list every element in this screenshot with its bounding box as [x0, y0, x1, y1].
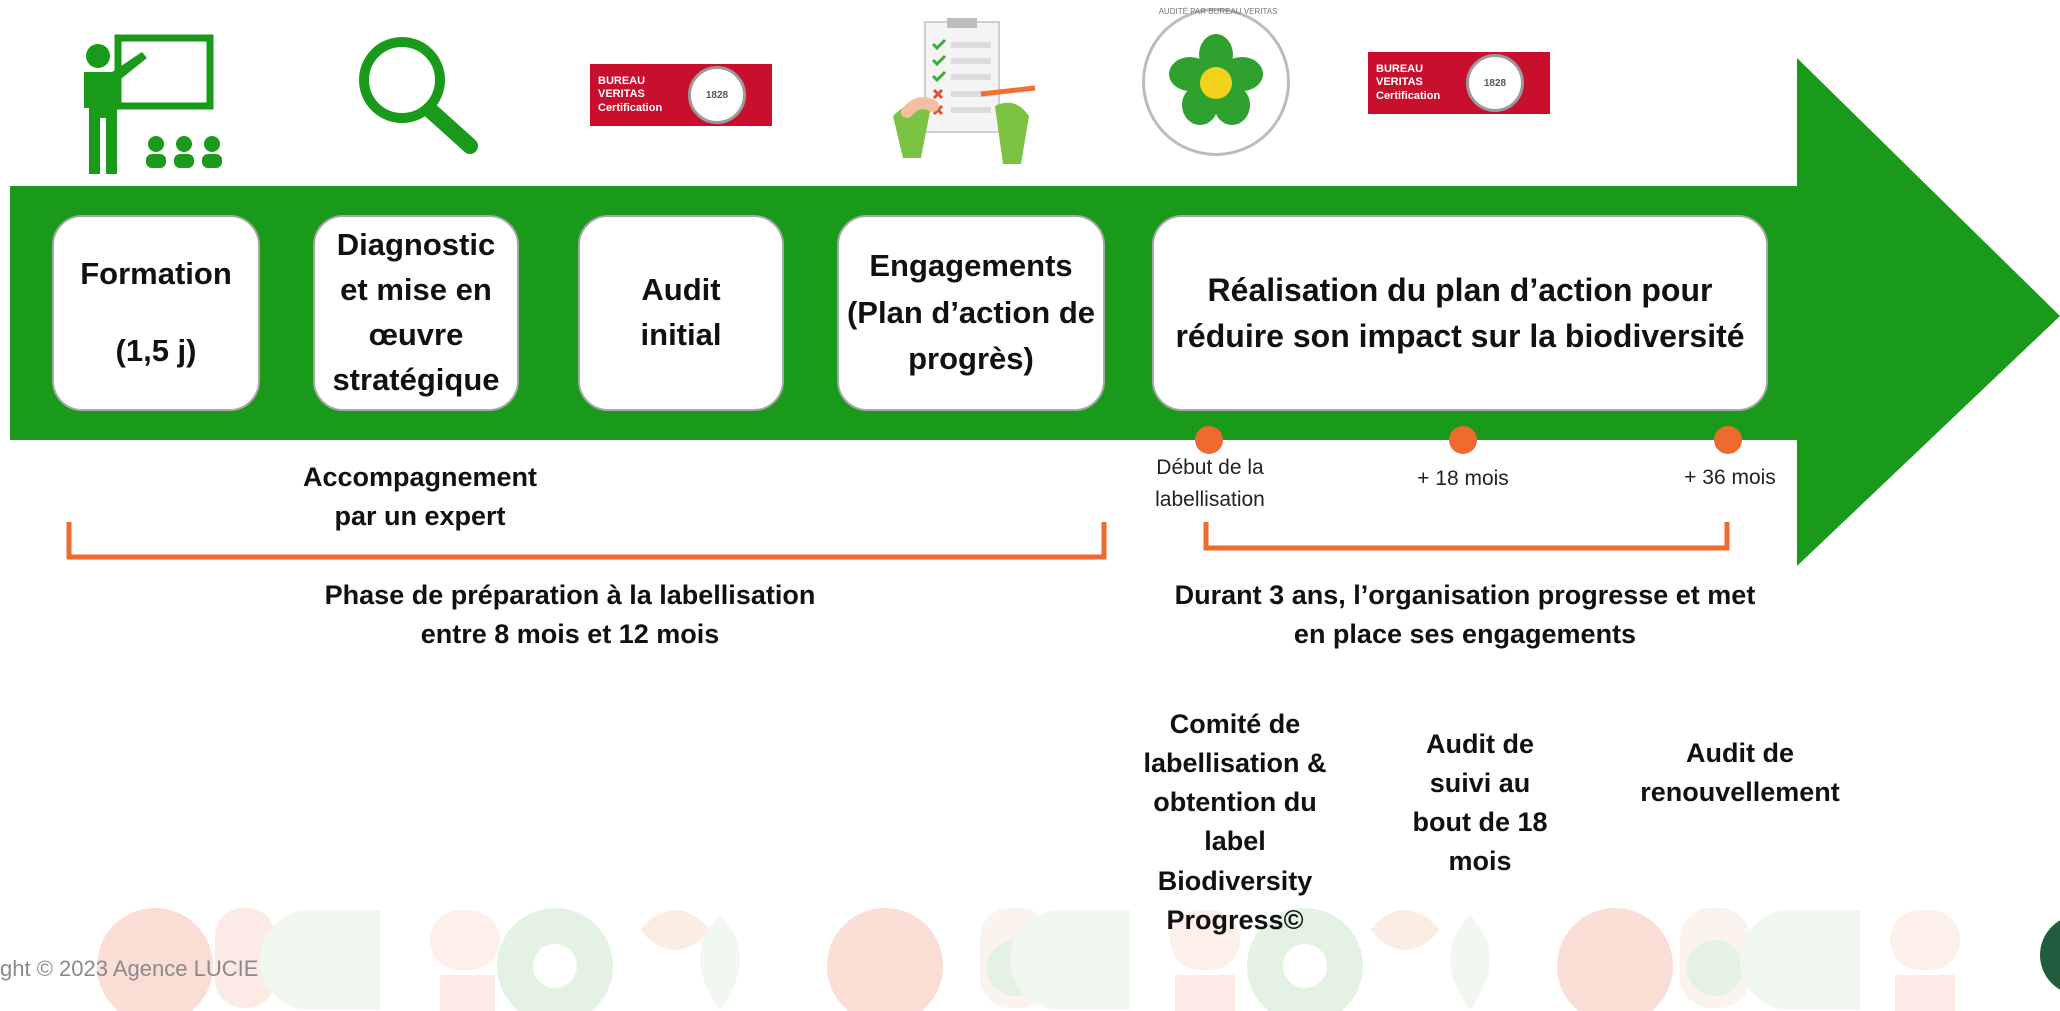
- event-audit-suivi: Audit de suivi au bout de 18 mois: [1412, 729, 1548, 877]
- bureau-veritas-logo: BUREAU VERITAS Certification 1828: [590, 64, 772, 126]
- checklist-icon: [893, 18, 1036, 164]
- milestone-dot-18: [1449, 426, 1477, 454]
- milestone-dot-36: [1714, 426, 1742, 454]
- magnifier-icon: [359, 37, 478, 154]
- bureau-veritas-logo: BUREAU VERITAS Certification 1828: [1368, 52, 1550, 114]
- step-audit-initial: Audit initial: [578, 215, 784, 411]
- corner-logo-icon: [2040, 920, 2060, 990]
- step-diagnostic: Diagnostic et mise en œuvre stratégique: [313, 215, 519, 411]
- step-engagements: Engagements (Plan d’action de progrès): [837, 215, 1105, 411]
- seal-icon: 1828: [1466, 54, 1524, 112]
- event-audit-renouvellement: Audit de renouvellement: [1640, 738, 1840, 808]
- milestone-label-36: + 36 mois: [1684, 466, 1776, 489]
- event-labellisation: Comité de labellisation & obtention du l…: [1143, 709, 1327, 935]
- step-formation: Formation (1,5 j): [52, 215, 260, 411]
- progress-bracket: [1203, 522, 1730, 551]
- milestone-label-18: + 18 mois: [1417, 467, 1509, 490]
- step-realisation: Réalisation du plan d’action pour réduir…: [1152, 215, 1768, 411]
- preparation-bracket: [66, 522, 1107, 560]
- expert-label: Accompagnement par un expert: [302, 462, 538, 532]
- milestone-dot-start: [1195, 426, 1223, 454]
- milestone-label-start: Début de la labellisation: [1155, 456, 1265, 511]
- copyright-text: ght © 2023 Agence LUCIE: [0, 956, 259, 981]
- phase-progress-label: Durant 3 ans, l’organisation progresse e…: [1174, 580, 1756, 650]
- flower-audit-seal-icon: AUDITÉ PAR BUREAU VERITAS: [1142, 7, 1290, 156]
- teacher-board-icon: [84, 34, 222, 174]
- phase-preparation-label: Phase de préparation à la labellisation …: [324, 580, 816, 650]
- seal-icon: 1828: [688, 66, 746, 124]
